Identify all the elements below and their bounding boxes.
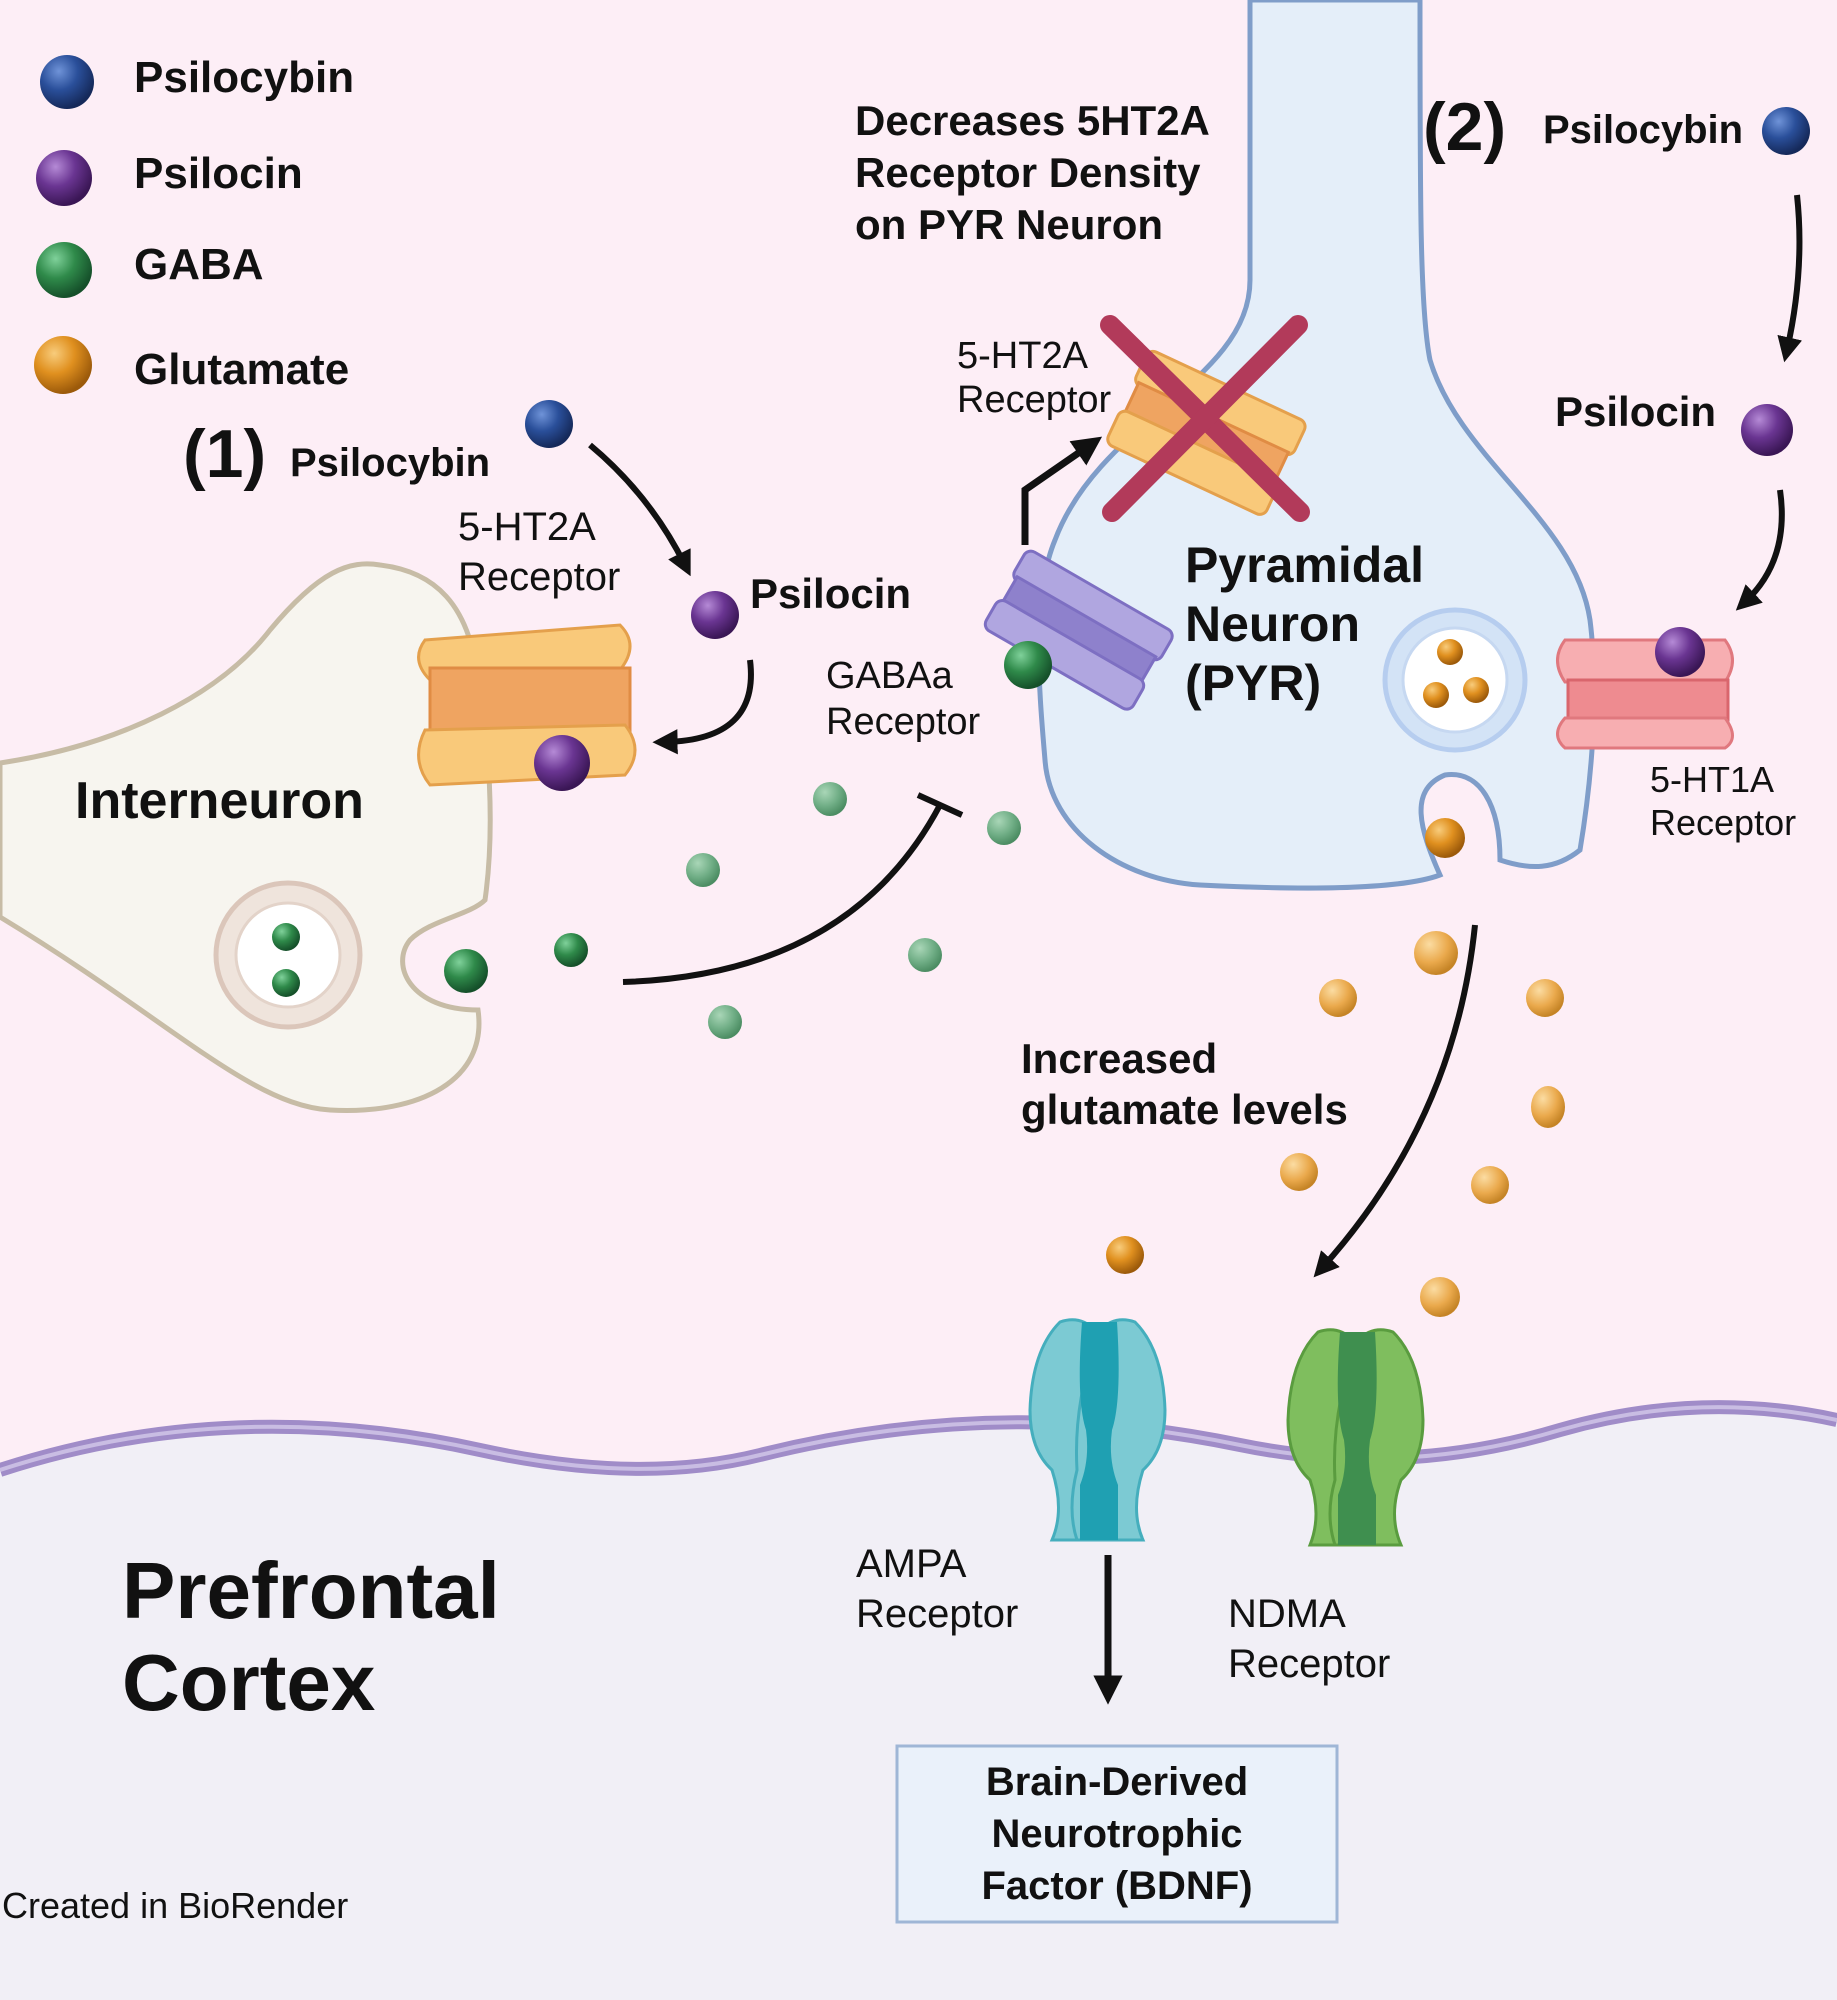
ndma-label-line2: Receptor [1228,1642,1390,1686]
region-label-line2: Cortex [122,1638,375,1727]
vesicle-gaba-molecule [272,969,300,997]
diffusing-gaba-molecule [686,853,720,887]
pathway-2-psilocin-molecule [1741,404,1793,456]
pathway-2-number: (2) [1423,89,1506,165]
diffusing-glutamate-molecule [1471,1166,1509,1204]
top-5ht2a-label-line2: Receptor [957,379,1112,421]
interneuron-receptor-label-line1: 5-HT2A [458,505,596,549]
biorender-credit: Created in BioRender [2,1885,348,1926]
legend: Psilocybin Psilocin GABA Glutamate [34,53,354,394]
ndma-label-line1: NDMA [1228,1592,1346,1636]
legend-label-gaba: GABA [134,240,264,289]
ampa-label-line2: Receptor [856,1592,1018,1636]
5ht1a-label-line2: Receptor [1650,802,1796,843]
diffusing-gaba-molecule [908,938,942,972]
gaba-inhibition-line [622,803,943,985]
gabaa-to-5ht2a-arrow [1021,436,1103,545]
bdnf-label-line3: Factor (BDNF) [981,1864,1252,1908]
diffusing-glutamate-molecule [1526,979,1564,1017]
gabaa-receptor [983,549,1174,711]
diffusing-glutamate-molecule [1319,979,1357,1017]
legend-glutamate: Glutamate [34,336,349,394]
prefrontal-region-background [0,1407,1837,2000]
decrease-note-line2: Receptor Density [855,149,1201,196]
released-glutamate-molecule [1425,818,1465,858]
legend-psilocin: Psilocin [36,149,303,206]
interneuron-5ht2a-receptor [417,623,637,787]
diffusing-gaba-molecule [813,782,847,816]
pathway-1-psilocybin-label: Psilocybin [290,441,490,485]
vesicle-glutamate-molecule [1423,682,1449,708]
decrease-note-line1: Decreases 5HT2A [855,97,1210,144]
pathway-1-psilocybin-molecule [525,400,573,448]
cortex-membrane-highlight [0,1405,1837,1472]
diffusing-glutamate-molecule [1531,1086,1565,1128]
legend-gaba: GABA [36,240,264,298]
bdnf-label-line2: Neurotrophic [991,1812,1242,1856]
ampa-label-line1: AMPA [856,1542,967,1586]
released-gaba-molecule [554,933,588,967]
glutamate-note-line1: Increased [1021,1035,1217,1082]
diffusing-glutamate-molecule [1420,1277,1460,1317]
bdnf-box: Brain-Derived Neurotrophic Factor (BDNF) [895,1744,1339,1924]
5ht1a-receptor [1556,638,1734,750]
vesicle-glutamate-molecule [1463,677,1489,703]
psilocin-to-receptor-arrow [652,659,754,755]
pyramidal-label-line3: (PYR) [1185,655,1321,711]
pathway-2-conversion-arrow [1777,194,1803,363]
vesicle-gaba-molecule [272,923,300,951]
psilocin-molecule-icon [36,150,92,206]
pyramidal-vesicle [1382,607,1528,753]
pathway-1-psilocin-molecule [691,591,739,639]
psilocin-to-5ht1a-arrow [1735,489,1785,611]
pathway-2-psilocybin-label: Psilocybin [1543,108,1743,152]
interneuron-label: Interneuron [75,772,364,830]
legend-label-psilocybin: Psilocybin [134,53,354,102]
diffusing-gaba-molecule [708,1005,742,1039]
released-gaba-molecule [444,949,488,993]
glutamate-molecule-icon [34,336,92,394]
legend-psilocybin: Psilocybin [40,53,354,109]
vesicle-glutamate-molecule [1437,639,1463,665]
gabaa-label-line1: GABAa [826,655,954,697]
inhibition-bar [916,792,964,818]
decrease-note-line3: on PYR Neuron [855,201,1163,248]
legend-label-glutamate: Glutamate [134,345,349,394]
bdnf-label-line1: Brain-Derived [986,1760,1248,1804]
interneuron-receptor-label-line2: Receptor [458,555,620,599]
diffusing-gaba-molecule [987,811,1021,845]
top-5ht2a-label-line1: 5-HT2A [957,335,1089,377]
gabaa-label-line2: Receptor [826,701,981,743]
psilocybin-to-psilocin-arrow [588,442,691,577]
pyramidal-label-line2: Neuron [1185,596,1360,652]
gaba-molecule-icon [36,242,92,298]
receptor-decrease-cross-icon [1100,315,1310,522]
diffusing-glutamate-molecule [1106,1236,1144,1274]
pathway-1-number: (1) [183,416,266,492]
diffusing-glutamate-molecule [1280,1153,1318,1191]
psilocybin-molecule-icon [40,55,94,109]
bound-psilocin-molecule [534,735,590,791]
glutamate-flow-arrow [1313,924,1478,1278]
ndma-receptor [1286,1328,1425,1547]
pyramidal-label-line1: Pyramidal [1185,537,1424,593]
interneuron-cell [0,561,493,1113]
pathway-2-psilocin-label: Psilocin [1555,388,1716,435]
legend-label-psilocin: Psilocin [134,149,303,198]
5ht1a-label-line1: 5-HT1A [1650,759,1774,800]
bound-gaba-molecule [1004,641,1052,689]
ampa-receptor [1028,1318,1167,1542]
interneuron-vesicle [213,880,363,1030]
region-label-line1: Prefrontal [122,1546,500,1635]
pathway-1-psilocin-label: Psilocin [750,570,911,617]
glutamate-note-line2: glutamate levels [1021,1086,1348,1133]
pathway-2-psilocybin-molecule [1762,107,1810,155]
diffusing-glutamate-molecule [1414,931,1458,975]
bound-psilocin-molecule-5ht1a [1655,627,1705,677]
